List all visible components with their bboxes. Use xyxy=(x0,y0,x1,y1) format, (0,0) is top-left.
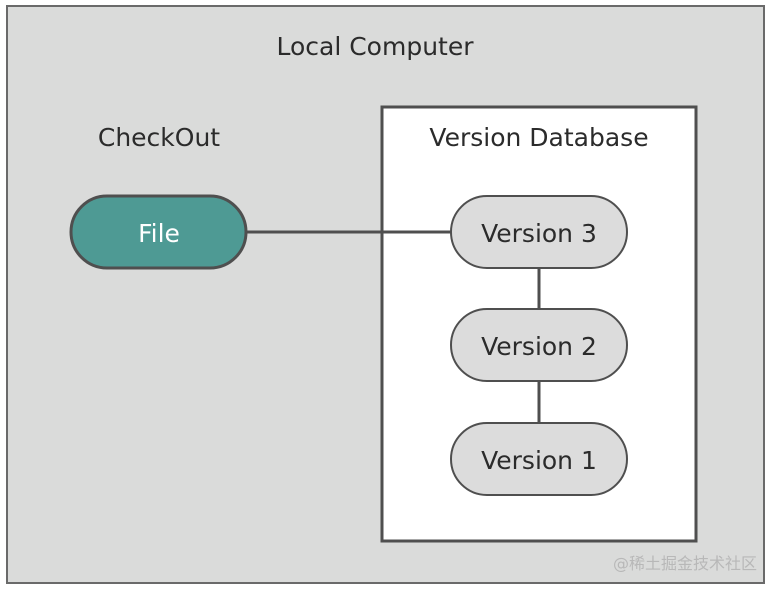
version-node-1-label: Version 1 xyxy=(481,446,597,475)
watermark: @稀土掘金技术社区 xyxy=(613,554,757,573)
file-label: File xyxy=(138,219,180,248)
version-node-2-label: Version 2 xyxy=(481,332,597,361)
version-database-label: Version Database xyxy=(429,123,648,152)
version-node-3 xyxy=(450,195,628,269)
local-computer-label: Local Computer xyxy=(276,32,474,61)
version-node-2 xyxy=(450,308,628,382)
version-node-3-label: Version 3 xyxy=(481,219,597,248)
checkout-label: CheckOut xyxy=(98,123,220,152)
file-node xyxy=(69,194,248,270)
version-node-1 xyxy=(450,422,628,496)
